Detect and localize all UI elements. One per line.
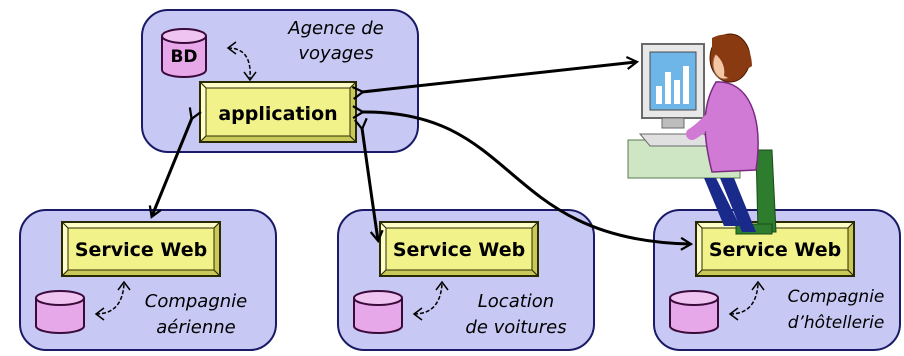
agency-database: BD: [161, 28, 207, 78]
service-container-hotel: Service Web Compagnie d’hôtellerie: [653, 209, 901, 351]
agency-container: Agence de voyages BD application: [141, 9, 419, 153]
service-box-hotel: Service Web: [694, 220, 856, 278]
service-box-car-rental: Service Web: [378, 220, 540, 278]
agency-title-line1: Agence de: [287, 18, 383, 39]
connectors: [148, 56, 694, 251]
service-box-airline: Service Web: [60, 220, 222, 278]
service-caption-airline-line2: aérienne: [156, 317, 235, 338]
service-caption-car-rental-line1: Location: [478, 291, 554, 312]
service-caption-airline-line1: Compagnie: [145, 291, 247, 312]
service-label-hotel: Service Web: [709, 239, 841, 261]
service-caption-hotel-line2: d’hôtellerie: [788, 313, 885, 333]
db-app-connector: [227, 47, 251, 79]
connector-app-user: [351, 56, 640, 100]
application-label: application: [218, 103, 337, 125]
service-label-airline: Service Web: [75, 239, 207, 261]
service-container-airline: Service Web Compagnie aérienne: [19, 209, 277, 351]
db-label: BD: [170, 47, 197, 67]
service-caption-hotel-line1: Compagnie: [788, 287, 885, 307]
database-icon-car-rental: [353, 290, 403, 334]
application-box: application: [198, 80, 358, 144]
connector-app-airline: [148, 107, 202, 219]
connector-app-hotel: [352, 105, 694, 251]
database-icon-hotel: [669, 290, 719, 334]
database-icon-airline: [35, 290, 85, 334]
agency-title-line2: voyages: [298, 43, 373, 64]
service-caption-car-rental-line2: de voitures: [465, 317, 566, 338]
service-label-car-rental: Service Web: [393, 239, 525, 261]
user-computer-icon: [627, 33, 777, 235]
